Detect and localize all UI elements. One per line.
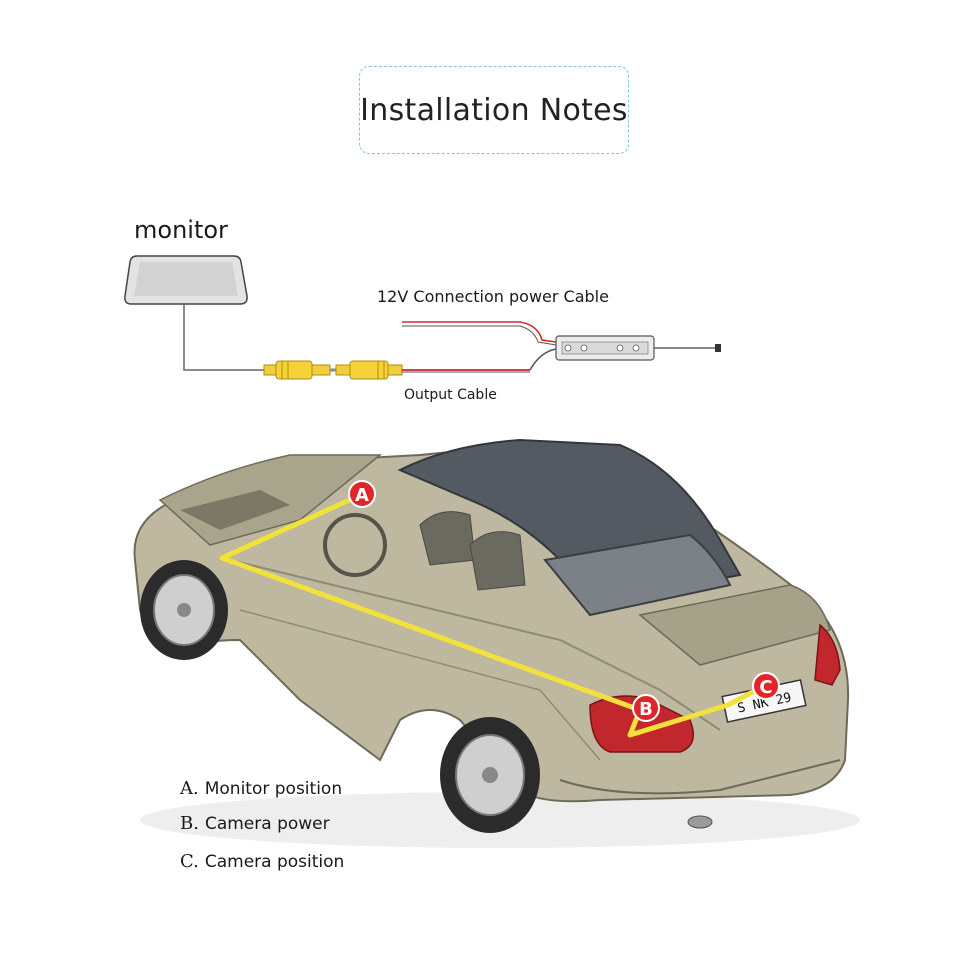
power-cable-label: 12V Connection power Cable bbox=[377, 287, 609, 306]
marker-c-letter: C bbox=[759, 677, 772, 698]
legend-item-c: C.Camera position bbox=[180, 851, 344, 872]
legend-text: Monitor position bbox=[204, 779, 343, 799]
marker-a: A bbox=[348, 480, 376, 508]
wiring-diagram bbox=[124, 255, 721, 380]
monitor-cable bbox=[183, 304, 268, 371]
exhaust-icon bbox=[687, 815, 713, 829]
camera-plug-icon bbox=[715, 344, 721, 352]
power-cable bbox=[402, 321, 557, 343]
legend-item-a: A.Monitor position bbox=[180, 778, 342, 799]
legend-text: Camera power bbox=[204, 814, 330, 834]
rear-window bbox=[543, 533, 732, 617]
legend-letter: B. bbox=[180, 813, 199, 834]
rca-connector-left bbox=[263, 360, 331, 380]
legend-item-b: B.Camera power bbox=[180, 813, 330, 834]
legend-letter: A. bbox=[180, 778, 199, 799]
steering-wheel-icon bbox=[323, 513, 387, 577]
rca-connector-right bbox=[335, 360, 403, 380]
rear-wheel bbox=[440, 717, 540, 833]
page-title: Installation Notes bbox=[360, 92, 628, 128]
monitor-label: monitor bbox=[134, 216, 228, 244]
cable-route bbox=[219, 494, 764, 738]
output-cable-label: Output Cable bbox=[404, 387, 497, 403]
marker-b: B bbox=[632, 694, 660, 722]
legend-text: Camera position bbox=[204, 852, 345, 872]
trunk-lid bbox=[638, 584, 831, 666]
monitor-icon bbox=[124, 255, 248, 305]
marker-a-letter: A bbox=[355, 485, 369, 506]
title-box: Installation Notes bbox=[359, 66, 629, 154]
marker-b-letter: B bbox=[639, 699, 653, 720]
tail-light-left bbox=[589, 695, 695, 753]
front-wheel bbox=[140, 560, 228, 660]
legend-letter: C. bbox=[180, 851, 199, 872]
tail-light-right bbox=[814, 623, 841, 686]
marker-c: C bbox=[752, 672, 780, 700]
